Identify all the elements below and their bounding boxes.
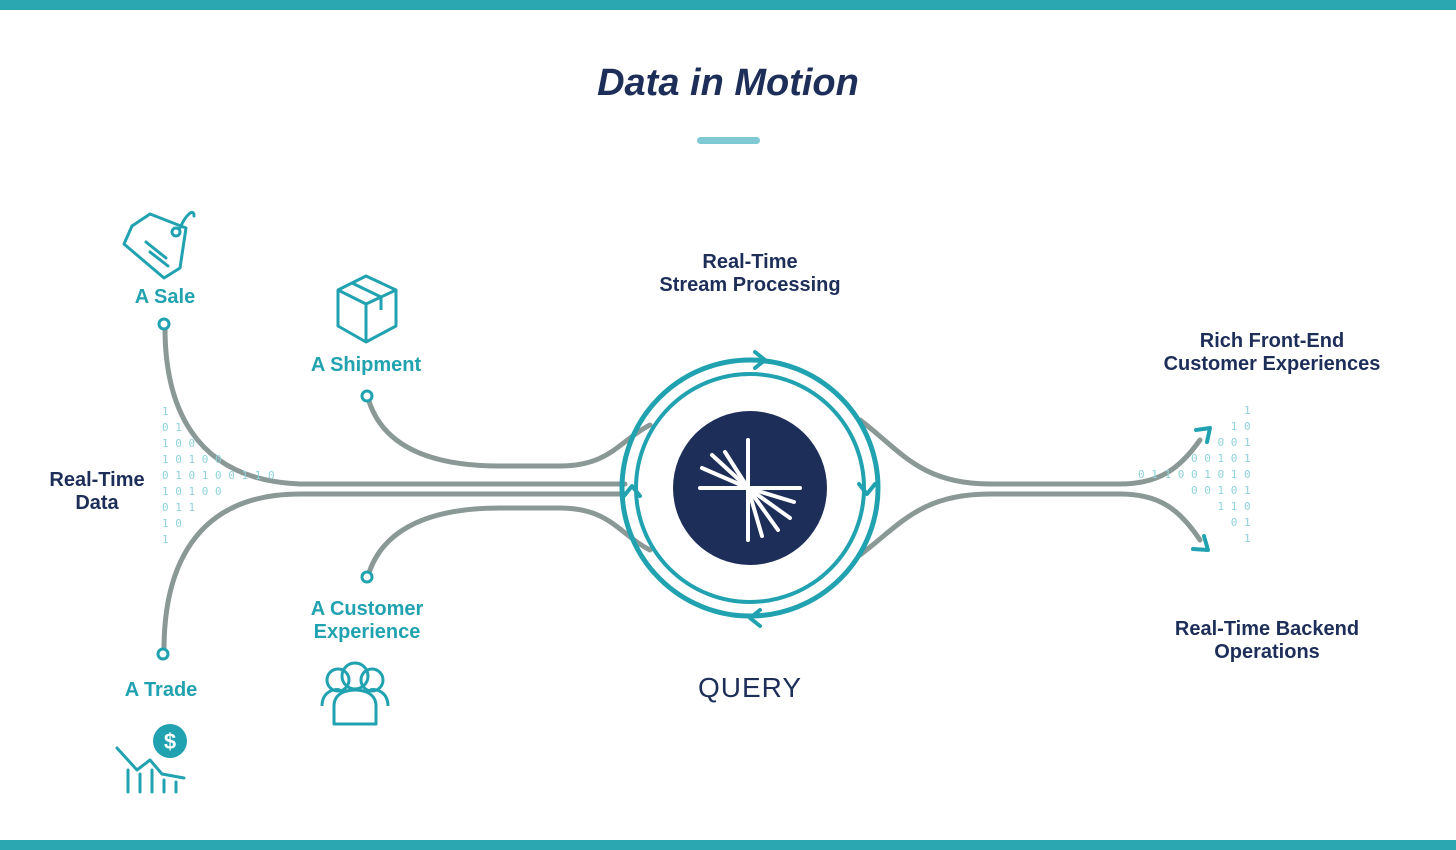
- price-tag-icon: [122, 211, 196, 280]
- page-title: Data in Motion: [597, 62, 859, 104]
- flow-line-trade: [161, 491, 628, 653]
- dollar-symbol: $: [164, 729, 176, 754]
- label-backend-line1: Real-Time Backend: [1174, 618, 1360, 640]
- binary-line: 0 1 1: [162, 501, 196, 514]
- box-icon: [336, 274, 398, 344]
- label-stream-processing-line2: Stream Processing: [659, 274, 841, 296]
- binary-line: 1 0 0: [162, 437, 196, 450]
- label-frontend-experiences: Rich Front-End Customer Experiences: [1132, 330, 1412, 376]
- flow-lines: [161, 325, 1203, 653]
- binary-line: 1: [1243, 532, 1251, 545]
- arrow-icon: [1191, 534, 1210, 552]
- label-frontend-line1: Rich Front-End: [1199, 330, 1345, 352]
- binary-line: 0 1: [162, 421, 182, 434]
- top-border: [0, 0, 1456, 10]
- people-icon: [320, 661, 390, 726]
- binary-line: 1 0: [162, 517, 182, 530]
- dollar-chart-icon: $: [115, 724, 187, 794]
- label-query: QUERY: [697, 672, 803, 703]
- bottom-border: [0, 840, 1456, 850]
- binary-line: 1 0 1 0 0: [162, 453, 222, 466]
- arrow-icon: [622, 484, 642, 498]
- label-stream-processing: Real-Time Stream Processing: [630, 251, 870, 297]
- binary-line: 1: [1243, 404, 1251, 417]
- label-stream-processing-line1: Real-Time: [702, 251, 798, 273]
- label-customer-line1: A Customer: [310, 598, 424, 620]
- binary-line: 0 1 1 0 0 1 0 1 0: [1138, 468, 1251, 481]
- binary-line: 1 0: [1230, 420, 1251, 433]
- arrow-icon: [857, 482, 877, 496]
- arrow-icon: [748, 608, 762, 628]
- endpoint-shipment: [360, 389, 374, 403]
- binary-line: 1: [162, 533, 169, 546]
- flow-line-shipment: [365, 395, 653, 469]
- label-customer-experience: A Customer Experience: [287, 598, 447, 644]
- endpoints: [156, 317, 374, 661]
- binary-line: 1 1 0: [1217, 500, 1251, 513]
- binary-stream-left: 1 0 1 1 0 0 1 0 1 0 0 0 1 0 1 0 0 1 1 0 1 0 1…: [162, 404, 275, 548]
- label-trade: A Trade: [124, 679, 198, 701]
- binary-line: 1: [162, 405, 169, 418]
- binary-line: 0 1: [1230, 516, 1251, 529]
- binary-stream-right: 1 1 0 0 0 1 0 0 1 0 1 0 1 1 0 0 1 0 1 0 0 0 1…: [1138, 403, 1251, 547]
- label-backend-operations: Real-Time Backend Operations: [1136, 618, 1398, 664]
- endpoint-customer: [360, 570, 374, 584]
- label-shipment: A Shipment: [310, 354, 422, 376]
- binary-line: 0 0 1 0 1: [1190, 452, 1251, 465]
- label-frontend-line2: Customer Experiences: [1163, 353, 1381, 375]
- label-backend-line2: Operations: [1214, 641, 1320, 663]
- binary-line: 0 1 0 1 0 0 1 1 0: [162, 469, 275, 482]
- flow-line-out-bottom: [857, 491, 1203, 558]
- label-customer-line2: Experience: [313, 621, 421, 643]
- flow-line-sale: [162, 325, 628, 487]
- flow-line-out-top: [857, 417, 1203, 487]
- arrow-icon: [753, 350, 767, 370]
- label-sale: A Sale: [134, 286, 196, 308]
- binary-line: 0 0 1 0 1: [1190, 484, 1251, 497]
- flow-line-customer: [365, 505, 653, 579]
- processing-rings: [619, 350, 881, 628]
- endpoint-trade: [156, 647, 170, 661]
- label-real-time-data-line1: Real-Time: [49, 469, 145, 491]
- endpoint-sale: [157, 317, 171, 331]
- logo-icon: [698, 438, 802, 542]
- binary-line: 1 0 1 0 0: [162, 485, 222, 498]
- title-underline: [697, 137, 760, 144]
- binary-line: 0 0 1: [1217, 436, 1251, 449]
- label-real-time-data: Real-Time Data: [32, 469, 162, 515]
- label-real-time-data-line2: Data: [75, 492, 119, 514]
- arrow-icon: [1194, 426, 1212, 444]
